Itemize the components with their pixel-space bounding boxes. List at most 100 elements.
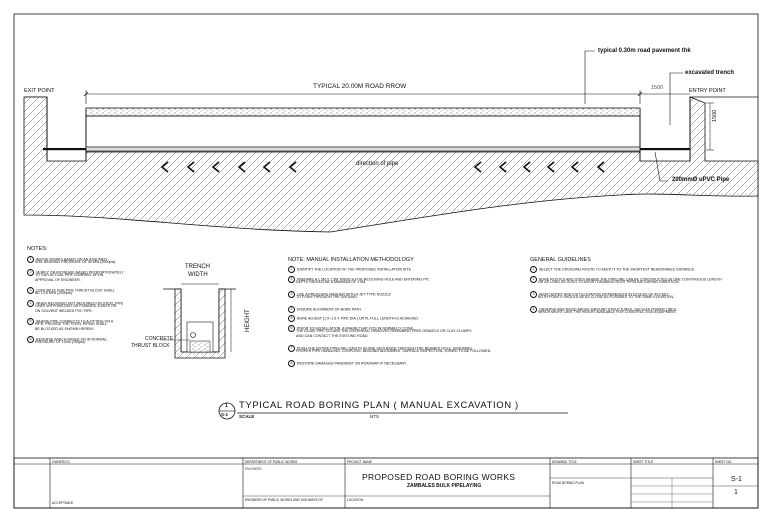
- exit-point-label: EXIT POINT: [24, 88, 55, 94]
- method-item-number: 1: [288, 266, 295, 273]
- method-item-text: PRIOR TO INSTALLATION, A FRAME THAT FITS…: [297, 326, 415, 331]
- note-item-5-line-3: BE BLOCKED AS SHOWN HEREIN.: [35, 327, 94, 332]
- note-item-text: WHERE PIPE CONNECTS TO A FITTING ON A: [36, 319, 114, 324]
- method-item-number: 7: [288, 345, 295, 352]
- horizontal-1500-dimension: 1500: [651, 85, 664, 91]
- drawing-title-header: DRAWING TITLE: [552, 460, 577, 464]
- method-item-text: TO FORM THROUGH THE GROUND.: [296, 294, 358, 299]
- project-subtitle: ZAMBALES BULK PIPELAYING: [407, 483, 482, 489]
- guideline-item-text: WHICH MIGHT LIMIT THE HEIGHT AVAILABLE F…: [538, 309, 677, 314]
- method-item-6-line-3: AND CAN CONTACT THE EXISTING ROAD.: [296, 334, 369, 339]
- method-item-text: USE A PRESSURE WASHER WITH A JET-TYPE NO…: [297, 292, 391, 297]
- method-item-text: BORE ADJUST (1.0~1.5 X PIPE DIA.) UNTIL …: [297, 316, 419, 321]
- sheet-title-header: SHEET TITLE: [633, 460, 654, 464]
- scale-value: NTS: [370, 414, 379, 419]
- note-item-text: APPROVAL OF ENGINEER.: [35, 278, 81, 282]
- width-label: WIDTH: [188, 272, 208, 278]
- note-item-text: VERIFY OR INCREASE BASED PROPORTIONATELY: [36, 270, 124, 275]
- note-item-text: PIPE, PROVIDE THE STEEL PIPING SHALL: [35, 322, 108, 326]
- method-item-number: 6: [288, 324, 295, 332]
- note-item-number: 3: [27, 287, 34, 294]
- guidelines-title: GENERAL GUIDELINES: [530, 257, 591, 263]
- method-item-text: AND CAN CONTACT THE EXISTING ROAD.: [296, 334, 369, 339]
- method-item-2-line-2: DEPTH SHOULD BE A MINIMUM OF 1.5M.: [296, 279, 367, 285]
- note-item-number: 2: [27, 269, 34, 276]
- acceptance-label: ACCEPTANCE: [52, 501, 74, 505]
- vertical-1500-dimension: 1500: [712, 109, 718, 122]
- method-item-text: PREPARE A 1.5M X 1.5M TRENCH FOR RECEIVI…: [297, 277, 430, 282]
- note-item-4-line-2: LINES WITH WELDED OR FLANGED JOINTS OR: [35, 304, 117, 309]
- sheet-no-header: SHEET NO.: [715, 460, 733, 464]
- method-item-text: RESTORE DAMAGED PAVEMENT OR ROADWAY IF N…: [297, 361, 407, 366]
- thrust-block-label: THRUST BLOCK: [131, 343, 170, 349]
- guideline-item-text: SELECT THE CROSSING ROUTE TO KEEP IT TO …: [539, 267, 695, 272]
- detail-bubble-number: 1: [225, 403, 228, 409]
- method-item-text: PUSH THE ENTIRE PIPELINE LENGTH IN ONE S…: [297, 346, 472, 351]
- note-item-5-line-2: PIPE, PROVIDE THE STEEL PIPING SHALL: [35, 322, 108, 327]
- notes-title: NOTES:: [27, 246, 48, 252]
- method-item-text: DEPTH SHOULD BE A MINIMUM OF 1.5M.: [296, 279, 367, 284]
- note-item-4-line-3: ON SOLVENT WELDED PVC PIPE.: [35, 309, 93, 314]
- sheet-number: S-1: [731, 476, 742, 483]
- engineer-footer: ENGINEER OF PUBLIC WORKS AND HIGHWAYS OF: [245, 498, 323, 502]
- method-item-text: ENSURE ALIGNMENT OF BORE PATH.: [297, 306, 362, 311]
- note-item-number: 1: [27, 256, 34, 263]
- note-item-2-line-2: TO OUR ACTUAL PIPE COMPANY UPON: [35, 273, 103, 278]
- entry-point-label: ENTRY POINT: [689, 88, 726, 94]
- method-item-text: THE GUIDE PIPE CLEANS THE OVERHEAD, REMO…: [296, 329, 472, 334]
- note-item-number: 4: [27, 300, 34, 307]
- note-item-text: BE 13.8 MPa (2000psi).: [35, 291, 74, 295]
- guideline-item-text: BOTH POINTS SHOULD BE AS CLOSE AS POSSIB…: [538, 294, 675, 299]
- note-item-text: LINES WITH WELDED OR FLANGED JOINTS OR: [35, 304, 117, 308]
- pipe-size-label: 200mmØ uPVC Pipe: [672, 177, 730, 183]
- detail-bubble-sheet: S-1: [221, 412, 229, 417]
- note-item-2-line-3: APPROVAL OF ENGINEER.: [35, 278, 81, 283]
- method-item-number: 5: [288, 315, 295, 323]
- note-item-text: ON SOLVENT WELDED PVC PIPE.: [35, 309, 93, 313]
- guideline-item-text: BORE ROUTES AND SITES WHERE THE PIPELINE…: [539, 277, 722, 282]
- row-dimension-label: TYPICAL 20.00M ROAD RROW: [313, 83, 407, 90]
- note-item-6-line-2: PRESSURE OF 100m (150psi).: [35, 340, 86, 345]
- note-item-3-line-2: BE 13.8 MPa (2000psi).: [35, 291, 74, 296]
- note-item-text: SOIL BEARING PRESSURE OF 90 kPa (2000psf…: [35, 260, 117, 264]
- location-label: LOCATION: [347, 498, 364, 502]
- guideline-item-2-line-2: OR AS LONG AS SUCH TO ASSIST DRAWING ROO…: [538, 280, 680, 285]
- note-item-number: 5: [27, 318, 34, 325]
- pavement-thickness-label: typical 0.30m road pavement thk: [598, 48, 691, 54]
- guideline-item-text: AVOID ENTRY AND EXIT ELEVATION DIFFERENC…: [539, 292, 670, 297]
- method-item-text: IDENTIFY THE LOCATION OF THE PROPOSED IN…: [297, 267, 413, 272]
- note-item-text: BE BLOCKED AS SHOWN HEREIN.: [35, 327, 94, 331]
- guideline-item-number: 2: [530, 275, 537, 283]
- guideline-item-4-line-2: WHICH MIGHT LIMIT THE HEIGHT AVAILABLE F…: [538, 309, 677, 315]
- height-label: HEIGHT: [245, 309, 251, 332]
- excavated-trench-label: excavated trench: [685, 70, 735, 76]
- direction-arrows: [160, 161, 605, 173]
- guideline-item-3-line-2: BOTH POINTS SHOULD BE AS CLOSE AS POSSIB…: [538, 294, 675, 300]
- method-item-6-line-2: THE GUIDE PIPE CLEANS THE OVERHEAD, REMO…: [296, 329, 472, 334]
- concrete-label: CONCRETE: [145, 336, 174, 342]
- scale-label: SCALE: [239, 414, 255, 419]
- guideline-item-text: OBSERVE AND AVOID ABOVE-GROUND STRUCTURE…: [539, 306, 678, 311]
- direction-of-pipe-label: direction of pipe: [356, 161, 399, 167]
- note-item-number: 6: [27, 336, 34, 343]
- method-item-3-line-2: TO FORM THROUGH THE GROUND.: [296, 294, 358, 300]
- sheet-count: 1: [734, 489, 738, 496]
- owner-header: OWNER/CO: [52, 460, 70, 464]
- trench-label: TRENCH: [185, 264, 210, 270]
